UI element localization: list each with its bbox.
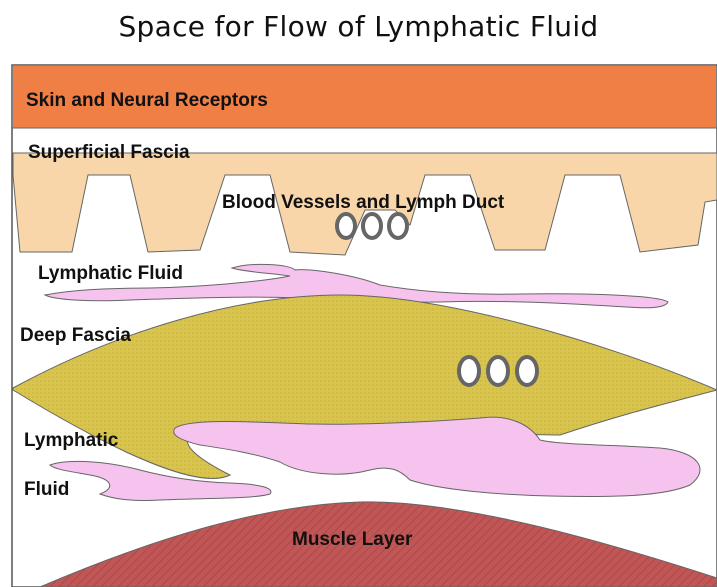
label-lymphatic-fluid-upper: Lymphatic Fluid [38, 263, 183, 284]
vessel-ring [363, 214, 381, 238]
vessel-ring [337, 214, 355, 238]
label-lymphatic-lower-1: Lymphatic [24, 430, 119, 451]
vessel-ring [389, 214, 407, 238]
vessel-ring [459, 357, 479, 385]
vessel-ring [488, 357, 508, 385]
label-superficial-fascia: Superficial Fascia [28, 142, 190, 163]
vessel-rings-upper [337, 214, 407, 238]
label-deep-fascia: Deep Fascia [20, 325, 131, 346]
label-blood-vessels: Blood Vessels and Lymph Duct [222, 192, 505, 213]
label-lymphatic-lower-2: Fluid [24, 479, 69, 500]
vessel-ring [517, 357, 537, 385]
label-skin: Skin and Neural Receptors [26, 90, 268, 111]
label-muscle: Muscle Layer [292, 529, 413, 550]
vessel-rings-deep [459, 357, 537, 385]
